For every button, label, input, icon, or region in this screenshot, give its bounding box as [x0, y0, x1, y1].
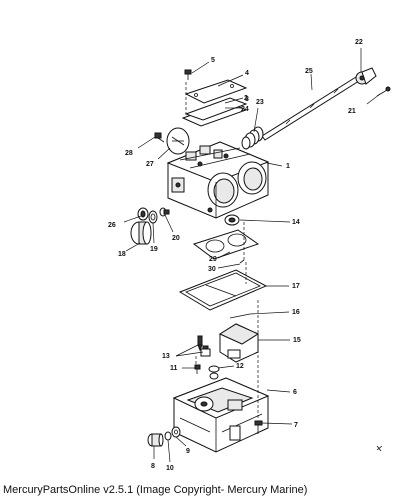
callout-1: 1 — [286, 163, 290, 170]
callout-25: 25 — [305, 68, 313, 75]
callout-9: 9 — [186, 448, 190, 455]
callout-5: 5 — [211, 57, 215, 64]
callout-23: 23 — [256, 99, 264, 106]
callout-4: 4 — [245, 70, 249, 77]
part-screw-5 — [184, 69, 192, 80]
part-washer-10 — [164, 431, 172, 441]
callout-10: 10 — [166, 465, 174, 472]
callout-7: 7 — [294, 422, 298, 429]
part-fitting-20 — [159, 207, 170, 217]
leader-lines — [123, 48, 381, 463]
callout-16: 16 — [292, 309, 300, 316]
part-needle-13 — [197, 335, 203, 352]
part-bowl-gasket-17 — [178, 269, 268, 311]
callout-labels: 1 2 3 4 5 6 7 8 9 10 11 12 13 14 15 16 1… — [108, 39, 363, 472]
part-washer-19 — [148, 210, 158, 224]
part-washer-26 — [137, 207, 149, 221]
part-seat-13 — [200, 345, 211, 357]
callout-18: 18 — [118, 251, 126, 258]
callout-17: 17 — [292, 283, 300, 290]
callout-21: 21 — [348, 108, 356, 115]
callout-3: 3 — [245, 96, 249, 103]
callout-12: 12 — [236, 363, 244, 370]
part-jet-12 — [208, 365, 220, 380]
part-gasket-29 — [192, 229, 260, 260]
callout-19: 19 — [150, 246, 158, 253]
part-screw-28 — [154, 132, 165, 143]
part-drain-plug-8 — [147, 433, 164, 447]
part-valve-14 — [224, 214, 240, 226]
callout-28: 28 — [125, 150, 133, 157]
part-float-15 — [218, 323, 260, 363]
part-lever-22 — [355, 67, 377, 85]
part-shaft-25 — [261, 76, 360, 141]
callout-27: 27 — [146, 161, 154, 168]
copyright-footer: MercuryPartsOnline v2.5.1 (Image Copyrig… — [3, 484, 308, 496]
callout-11: 11 — [170, 365, 178, 372]
callout-20: 20 — [172, 235, 180, 242]
part-float-pin-16 — [229, 313, 251, 319]
part-washer-9 — [171, 426, 181, 438]
part-pin-30 — [239, 259, 245, 264]
callout-15: 15 — [293, 337, 301, 344]
callout-30: 30 — [208, 266, 216, 273]
callout-8: 8 — [151, 463, 155, 470]
part-cover-plate-4 — [184, 79, 248, 104]
part-diaphragm-3 — [184, 97, 248, 121]
callout-13: 13 — [162, 353, 170, 360]
part-plug-18 — [130, 221, 152, 245]
callout-6: 6 — [293, 389, 297, 396]
part-carburetor-body-1 — [166, 141, 270, 219]
part-screw-11 — [194, 364, 201, 374]
callout-29: 29 — [209, 256, 217, 263]
part-spring-23 — [241, 126, 264, 150]
callout-14: 14 — [292, 219, 300, 226]
drafting-mark-icon — [376, 445, 383, 452]
callout-24: 24 — [241, 106, 249, 113]
callout-22: 22 — [355, 39, 363, 46]
callout-26: 26 — [108, 222, 116, 229]
callout-2: 2 — [244, 95, 248, 102]
part-float-bowl-6 — [172, 377, 270, 453]
